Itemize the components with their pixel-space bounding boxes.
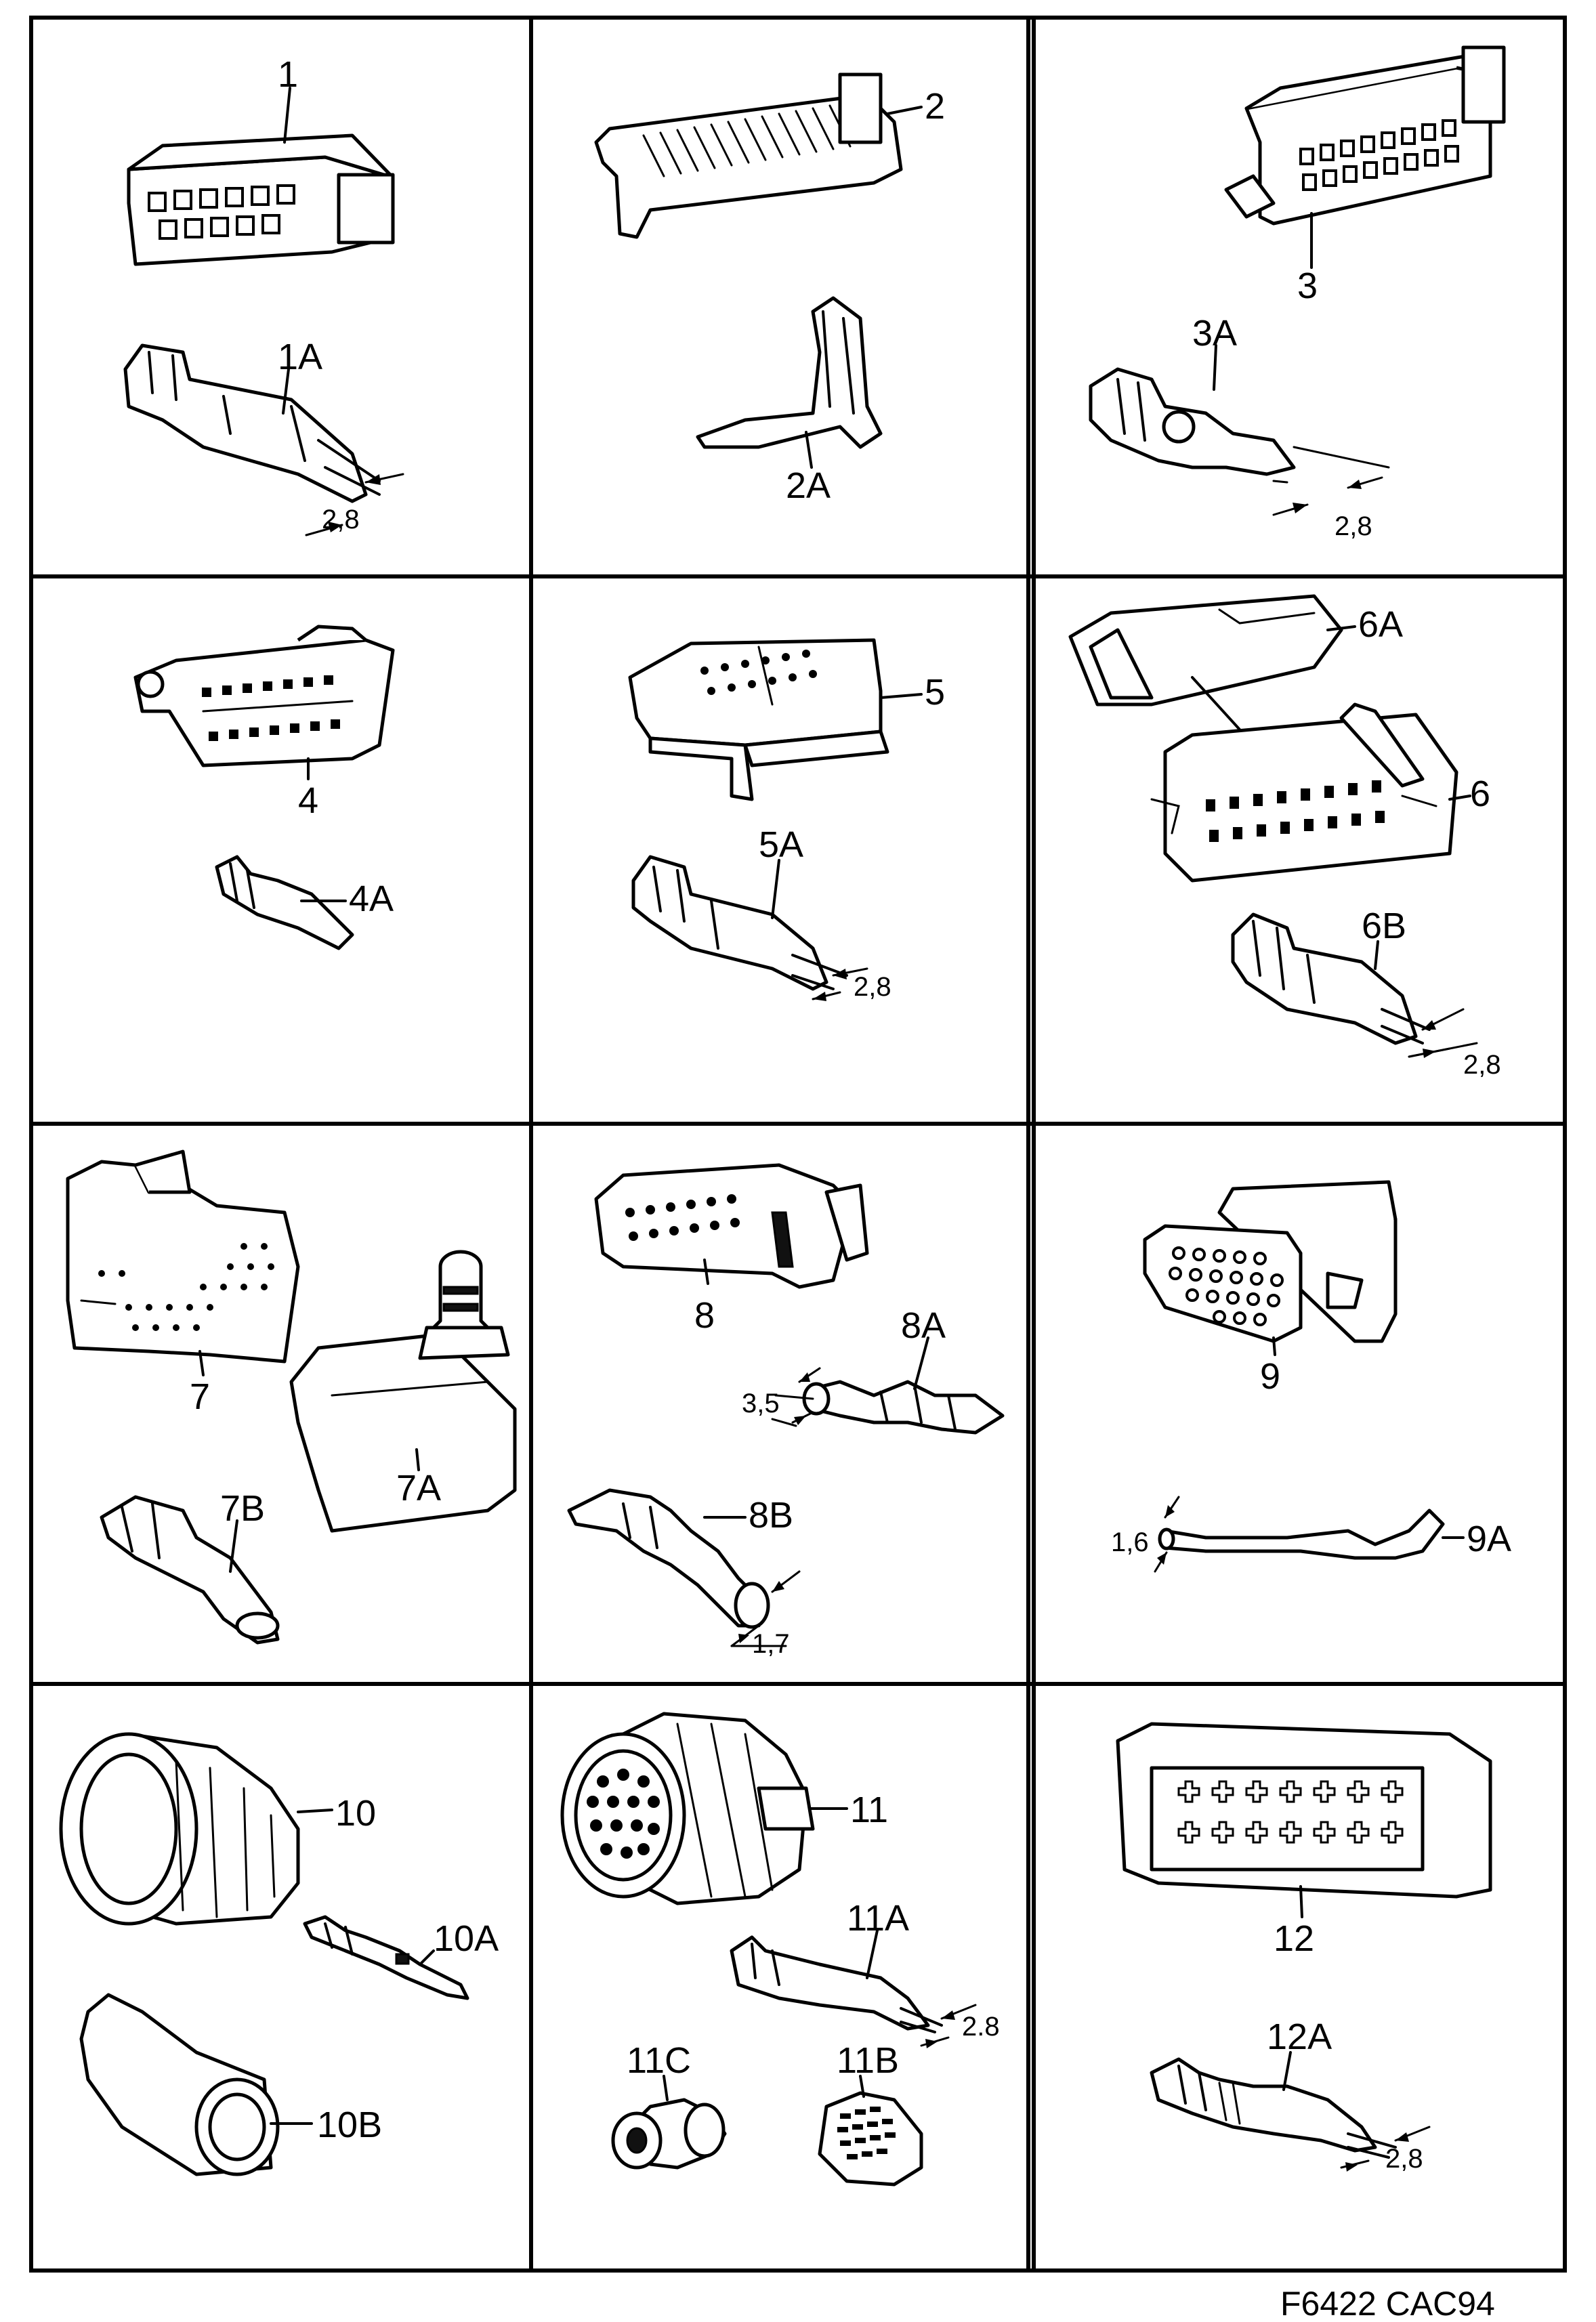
connector-6A-cover [1068,594,1343,706]
label-7A: 7A [396,1468,441,1508]
label-11: 11 [850,1790,888,1830]
label-6B: 6B [1362,906,1406,946]
figure-code: F6422 CAC94 [1280,2285,1495,2322]
label-10A: 10A [434,1918,499,1959]
dimension-8B: 1,7 [752,1629,790,1659]
dimension-arrows-12 [1340,2126,1431,2172]
label-1: 1 [278,54,298,95]
label-10: 10 [335,1793,376,1834]
dimension-8A: 3,5 [742,1389,780,1418]
connector-6-housing [1150,702,1458,883]
connector-11-round-plug [560,1712,815,1905]
plug-11C [611,2098,727,2170]
panel-4 [133,625,395,950]
panel-grid [29,16,1567,2273]
dimension-arrows-1 [305,473,404,536]
panel-11 [560,1712,977,2187]
label-7B: 7B [220,1488,265,1529]
panel-3 [1089,45,1506,516]
panel-8 [567,1163,1005,1647]
label-5: 5 [925,672,945,713]
label-10B: 10B [317,2105,382,2145]
terminal-6B [1231,912,1431,1045]
label-4: 4 [298,780,318,821]
panel-12 [1116,1722,1492,2172]
terminal-10A [303,1915,469,2000]
terminal-11A [730,1935,943,2033]
seal-11B [818,2091,923,2187]
terminal-12A [1150,2057,1397,2159]
connector-10-housing [59,1732,300,1926]
terminal-4A [215,855,354,950]
label-12A: 12A [1267,2017,1332,2057]
label-3A: 3A [1192,313,1237,354]
terminal-8B [567,1488,770,1629]
panel-7 [66,1149,517,1645]
dimension-9: 1,6 [1111,1527,1149,1557]
connector-4-obd-socket [133,625,395,767]
label-3: 3 [1297,266,1318,306]
terminal-7B [100,1495,280,1645]
label-11A: 11A [847,1898,909,1939]
dimension-3: 2,8 [1335,511,1372,541]
label-8A: 8A [901,1305,946,1346]
dimension-arrows-9 [1154,1496,1180,1573]
label-11C: 11C [627,2040,691,2081]
terminal-1A [123,343,381,503]
terminal-8A [802,1380,1005,1435]
label-5A: 5A [759,824,803,865]
dimension-12: 2,8 [1385,2144,1423,2174]
connector-7-housing [66,1149,300,1364]
grommet-10B [79,1993,280,2176]
connector-8-housing [594,1163,869,1289]
panel-1 [123,87,404,536]
dimension-arrows-8B [730,1570,801,1647]
label-6A: 6A [1358,604,1403,645]
connector-7A-housing [289,1250,517,1533]
connector-1-housing [127,133,395,266]
connector-2-housing [594,72,903,239]
label-6: 6 [1470,774,1490,814]
connector-9-housing [1143,1180,1398,1343]
dimension-5: 2,8 [854,972,891,1002]
terminal-5A [631,855,848,991]
label-4A: 4A [349,879,394,919]
dimension-arrows-3 [1272,446,1390,516]
label-12: 12 [1274,1918,1314,1959]
dimension-arrows-8A [771,1367,821,1427]
label-7: 7 [190,1376,210,1417]
dimension-1: 2,8 [322,505,360,534]
connector-12-housing [1116,1722,1492,1899]
label-11B: 11B [837,2040,899,2081]
dimension-arrows-6 [1408,1008,1478,1058]
terminal-9A [1158,1508,1445,1560]
label-8: 8 [694,1295,715,1336]
panel-5 [628,638,923,1001]
label-9: 9 [1260,1356,1280,1397]
label-2A: 2A [786,465,831,506]
label-8B: 8B [749,1495,793,1536]
callout-labels: 1 1A 2,8 2 2A 3 3A 2,8 4 4A 5 5A 2,8 6 6… [190,54,1511,2174]
panel-10 [59,1732,469,2176]
dimension-arrows-11 [920,2004,977,2048]
terminal-3A [1089,367,1296,476]
panel-2 [594,72,923,469]
terminal-2A [696,296,883,449]
label-1A: 1A [278,337,322,377]
panel-6 [1068,594,1478,1058]
label-9A: 9A [1467,1519,1511,1559]
label-2: 2 [925,86,945,127]
panel-9 [1143,1180,1465,1573]
connector-5-housing [628,638,889,801]
dimension-11: 2.8 [962,2012,1000,2042]
dimension-arrows-5 [812,967,868,1001]
dimension-6: 2,8 [1463,1050,1501,1080]
connector-3-housing [1224,45,1506,226]
